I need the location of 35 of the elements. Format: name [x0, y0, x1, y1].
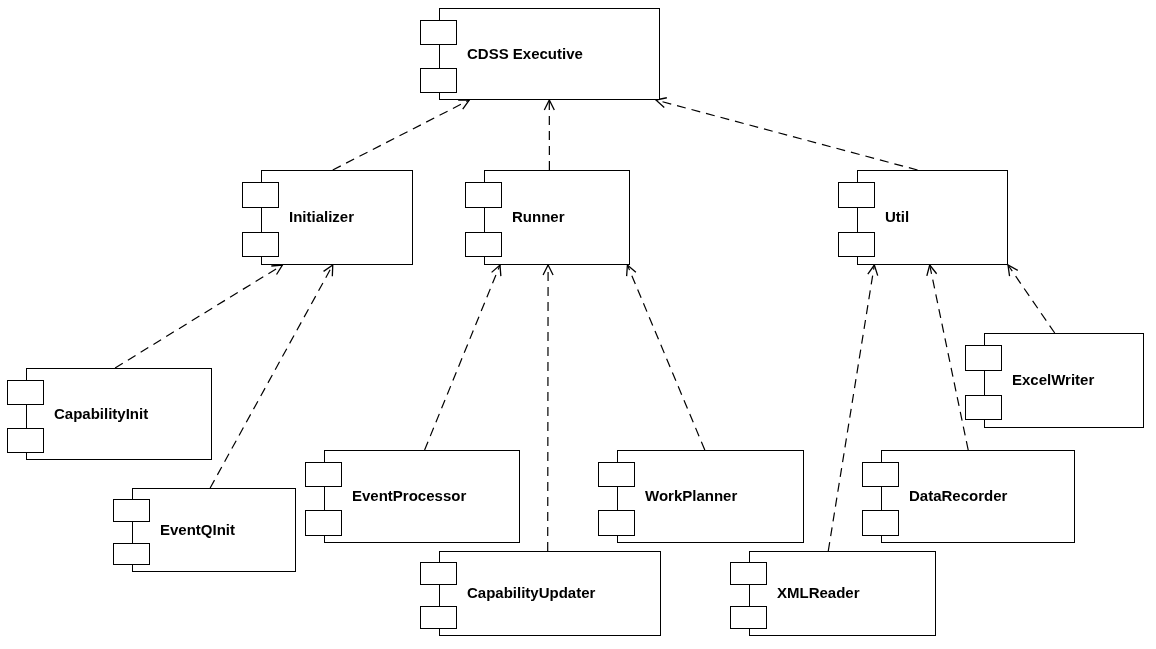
component-label: EventProcessor	[352, 487, 467, 506]
dependency-arrow	[655, 97, 919, 171]
component-node	[113, 488, 296, 572]
component-label: DataRecorder	[909, 487, 1008, 506]
dependency-arrow	[332, 99, 470, 171]
dependency-arrow	[543, 99, 555, 171]
component-node	[7, 368, 212, 460]
component-node	[305, 450, 520, 543]
component-node	[838, 170, 1008, 265]
component-label: WorkPlanner	[645, 487, 738, 506]
component-node	[465, 170, 630, 265]
component-label: CapabilityUpdater	[467, 584, 596, 603]
dependency-arrow	[114, 264, 284, 369]
component-node	[242, 170, 413, 265]
dependency-arrow	[626, 264, 706, 451]
dependency-arrow	[542, 264, 554, 552]
component-node	[420, 8, 660, 100]
dependency-arrow	[424, 264, 502, 451]
component-label: CDSS Executive	[467, 44, 583, 64]
component-node	[730, 551, 936, 636]
component-label: ExcelWriter	[1012, 371, 1095, 390]
component-node	[420, 551, 661, 636]
component-label: Runner	[512, 208, 565, 227]
component-label: EventQInit	[160, 520, 235, 540]
component-node	[965, 333, 1144, 428]
component-node	[598, 450, 804, 543]
component-label: CapabilityInit	[54, 404, 149, 424]
dependency-arrow	[1007, 264, 1056, 334]
component-label: XMLReader	[777, 584, 860, 603]
component-label: Initializer	[289, 208, 355, 227]
component-label: Util	[885, 208, 910, 227]
dependency-arrow	[209, 264, 334, 489]
dependency-arrow	[926, 264, 969, 451]
component-node	[862, 450, 1075, 543]
dependency-arrow	[827, 264, 879, 552]
